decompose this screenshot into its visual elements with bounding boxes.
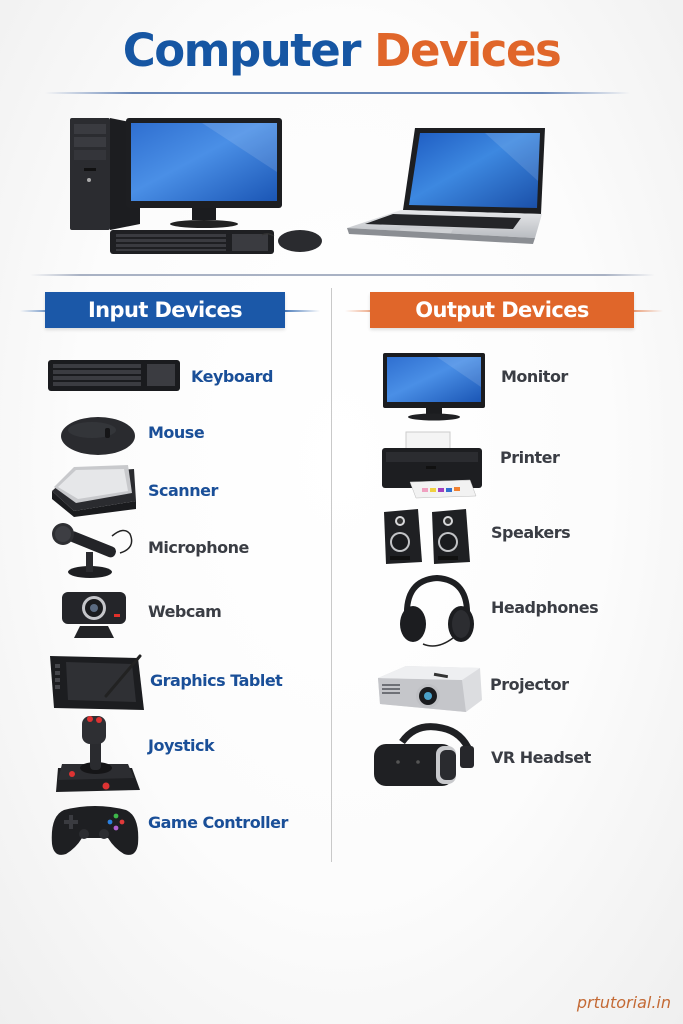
keyboard-icon bbox=[48, 360, 180, 391]
monitor-icon bbox=[383, 353, 485, 421]
speakers-icon bbox=[384, 509, 470, 564]
projector-icon bbox=[378, 666, 482, 712]
input-item-game-controller-label: Game Controller bbox=[148, 813, 288, 832]
vr-headset-icon bbox=[374, 723, 474, 786]
output-item-projector-label: Projector bbox=[490, 675, 569, 694]
headphones-icon bbox=[400, 574, 474, 647]
title-part-computer: Computer bbox=[122, 24, 362, 77]
input-devices-heading: Input Devices bbox=[45, 292, 285, 328]
title-part-devices: Devices bbox=[374, 24, 562, 77]
webcam-icon bbox=[62, 592, 126, 638]
input-item-webcam-label: Webcam bbox=[148, 602, 222, 621]
joystick-icon bbox=[56, 716, 140, 792]
input-item-joystick-label: Joystick bbox=[148, 736, 215, 755]
input-item-mouse-label: Mouse bbox=[148, 423, 205, 442]
watermark: prtutorial.in bbox=[576, 993, 671, 1012]
output-devices-heading: Output Devices bbox=[370, 292, 634, 328]
output-item-monitor-label: Monitor bbox=[501, 367, 568, 386]
output-item-printer-label: Printer bbox=[500, 448, 560, 467]
game-controller-icon bbox=[51, 806, 139, 855]
column-divider bbox=[331, 288, 332, 862]
output-item-headphones-label: Headphones bbox=[491, 598, 599, 617]
output-item-speakers-label: Speakers bbox=[491, 523, 571, 542]
input-item-keyboard-label: Keyboard bbox=[191, 367, 273, 386]
desktop-computer-icon bbox=[70, 118, 322, 254]
page-title: Computer Devices bbox=[0, 28, 683, 73]
microphone-icon bbox=[52, 523, 133, 578]
graphics-tablet-icon bbox=[50, 654, 144, 710]
scanner-icon bbox=[52, 465, 136, 517]
title-underline bbox=[45, 92, 630, 94]
section-separator bbox=[30, 274, 655, 276]
mouse-icon bbox=[61, 417, 135, 455]
input-item-microphone-label: Microphone bbox=[148, 538, 249, 557]
printer-icon bbox=[382, 431, 482, 499]
output-item-vr-headset-label: VR Headset bbox=[491, 748, 591, 767]
input-item-scanner-label: Scanner bbox=[148, 481, 218, 500]
laptop-icon bbox=[347, 128, 545, 244]
input-item-graphics-tablet-label: Graphics Tablet bbox=[150, 671, 283, 690]
